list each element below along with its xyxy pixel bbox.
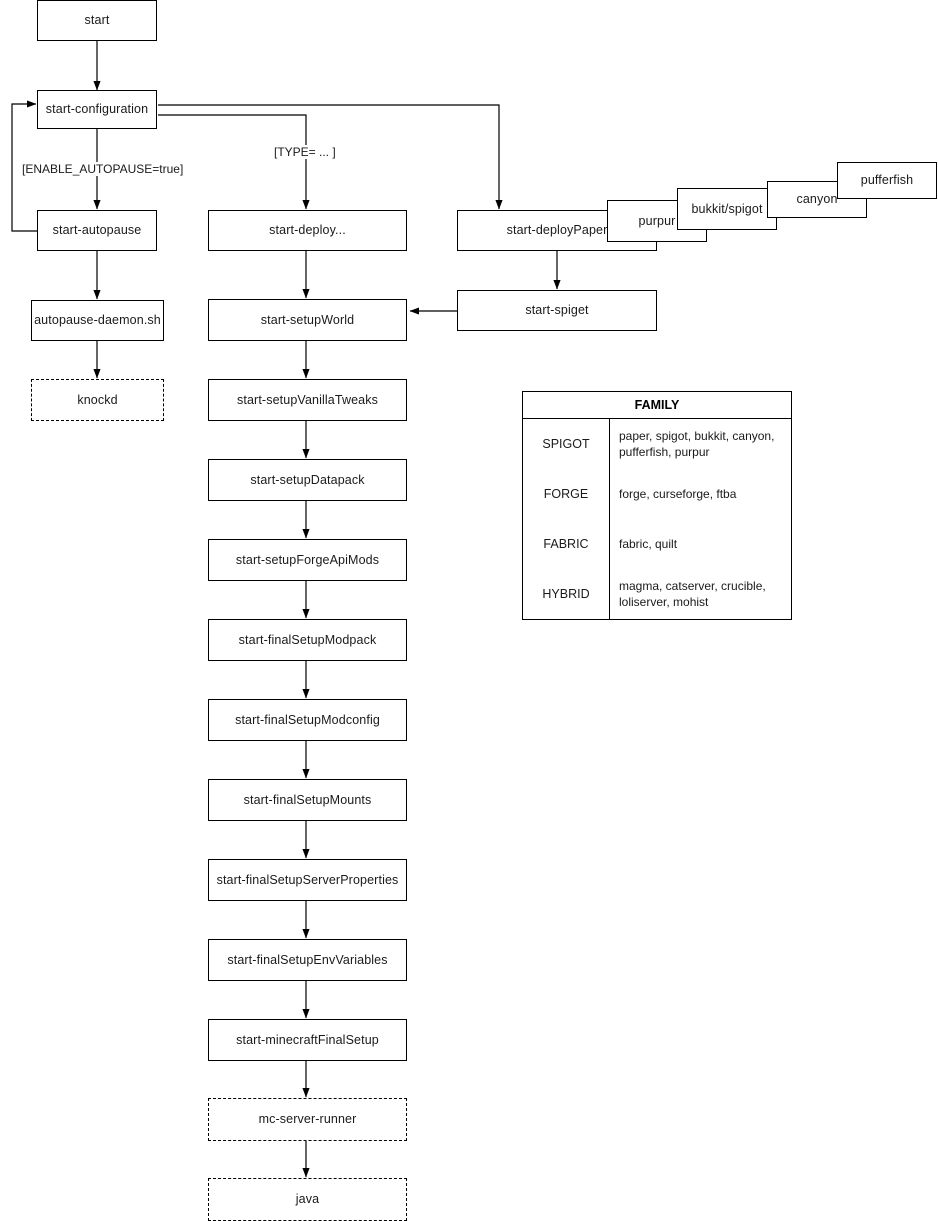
node-start-final-setup-server-properties-label: start-finalSetupServerProperties <box>216 872 399 887</box>
node-start-final-setup-modpack-label: start-finalSetupModpack <box>238 632 377 647</box>
node-start-setup-vanilla-tweaks[interactable]: start-setupVanillaTweaks <box>208 379 407 421</box>
node-start-final-setup-env-variables[interactable]: start-finalSetupEnvVariables <box>208 939 407 981</box>
node-variant-bukkit-spigot[interactable]: bukkit/spigot <box>677 188 777 230</box>
node-start-deploy[interactable]: start-deploy... <box>208 210 407 251</box>
node-knockd[interactable]: knockd <box>31 379 164 421</box>
node-start-spiget[interactable]: start-spiget <box>457 290 657 331</box>
family-value-cell: forge, curseforge, ftba <box>610 469 791 519</box>
family-legend-body: SPIGOT paper, spigot, bukkit, canyon, pu… <box>523 419 791 619</box>
node-start-minecraft-final-setup[interactable]: start-minecraftFinalSetup <box>208 1019 407 1061</box>
family-value-label: magma, catserver, crucible, loliserver, … <box>619 578 766 609</box>
node-java-label: java <box>295 1192 320 1206</box>
node-start-setup-datapack[interactable]: start-setupDatapack <box>208 459 407 501</box>
node-variant-bukkit-spigot-label: bukkit/spigot <box>691 201 763 216</box>
table-row: FABRIC fabric, quilt <box>523 519 791 569</box>
family-value-label: fabric, quilt <box>619 536 678 551</box>
node-start-final-setup-env-variables-label: start-finalSetupEnvVariables <box>227 952 388 967</box>
node-start-configuration[interactable]: start-configuration <box>37 90 157 129</box>
node-java[interactable]: java <box>208 1178 407 1221</box>
family-value-cell: fabric, quilt <box>610 519 791 569</box>
node-start-setup-forge-api-mods[interactable]: start-setupForgeApiMods <box>208 539 407 581</box>
family-key-label: FORGE <box>543 487 589 501</box>
node-start-spiget-label: start-spiget <box>525 303 589 317</box>
family-key-cell: FORGE <box>523 469 610 519</box>
node-start-setup-world-label: start-setupWorld <box>260 312 355 327</box>
family-value-cell: paper, spigot, bukkit, canyon, pufferfis… <box>610 419 791 469</box>
family-key-cell: HYBRID <box>523 569 610 619</box>
node-variant-purpur-label: purpur <box>638 213 676 228</box>
node-start-label: start <box>84 13 110 27</box>
node-knockd-label: knockd <box>77 392 118 407</box>
node-start-configuration-label: start-configuration <box>45 102 149 116</box>
node-start-deploy-paper-label: start-deployPaper <box>506 223 608 237</box>
node-start-final-setup-modpack[interactable]: start-finalSetupModpack <box>208 619 407 661</box>
node-start-setup-datapack-label: start-setupDatapack <box>250 472 365 487</box>
node-start-autopause[interactable]: start-autopause <box>37 210 157 251</box>
node-autopause-daemon[interactable]: autopause-daemon.sh <box>31 300 164 341</box>
node-variant-canyon-label: canyon <box>796 192 838 206</box>
table-row: FORGE forge, curseforge, ftba <box>523 469 791 519</box>
family-legend-header-label: FAMILY <box>634 398 680 412</box>
edge-label-type-text: [TYPE= ... ] <box>274 145 336 159</box>
edge-label-enable-autopause-text: [ENABLE_AUTOPAUSE=true] <box>22 162 184 176</box>
node-start-final-setup-server-properties[interactable]: start-finalSetupServerProperties <box>208 859 407 901</box>
node-start-final-setup-mounts-label: start-finalSetupMounts <box>243 792 372 807</box>
family-key-cell: SPIGOT <box>523 419 610 469</box>
node-start-setup-forge-api-mods-label: start-setupForgeApiMods <box>235 552 380 567</box>
family-legend-header: FAMILY <box>523 392 791 419</box>
family-value-cell: magma, catserver, crucible, loliserver, … <box>610 569 791 619</box>
node-start-final-setup-mounts[interactable]: start-finalSetupMounts <box>208 779 407 821</box>
family-value-label: forge, curseforge, ftba <box>619 486 737 501</box>
table-row: HYBRID magma, catserver, crucible, lolis… <box>523 569 791 619</box>
node-variant-pufferfish-label: pufferfish <box>860 173 914 187</box>
family-key-label: FABRIC <box>543 537 589 551</box>
node-mc-server-runner[interactable]: mc-server-runner <box>208 1098 407 1141</box>
node-mc-server-runner-label: mc-server-runner <box>258 1112 357 1126</box>
node-start[interactable]: start <box>37 0 157 41</box>
family-legend-table: FAMILY SPIGOT paper, spigot, bukkit, can… <box>522 391 792 620</box>
node-start-setup-vanilla-tweaks-label: start-setupVanillaTweaks <box>236 392 379 407</box>
node-start-minecraft-final-setup-label: start-minecraftFinalSetup <box>236 1032 379 1047</box>
node-variant-pufferfish[interactable]: pufferfish <box>837 162 937 199</box>
edge-label-enable-autopause: [ENABLE_AUTOPAUSE=true] <box>20 162 186 176</box>
node-autopause-daemon-label: autopause-daemon.sh <box>34 313 161 327</box>
node-start-final-setup-modconfig[interactable]: start-finalSetupModconfig <box>208 699 407 741</box>
node-start-deploy-label: start-deploy... <box>269 223 346 237</box>
table-row: SPIGOT paper, spigot, bukkit, canyon, pu… <box>523 419 791 469</box>
family-value-label: paper, spigot, bukkit, canyon, pufferfis… <box>619 428 775 459</box>
node-start-setup-world[interactable]: start-setupWorld <box>208 299 407 341</box>
node-start-final-setup-modconfig-label: start-finalSetupModconfig <box>235 712 380 727</box>
node-start-autopause-label: start-autopause <box>52 223 142 237</box>
family-key-label: SPIGOT <box>542 437 590 451</box>
family-key-label: HYBRID <box>542 587 590 601</box>
edge-label-type: [TYPE= ... ] <box>272 145 338 159</box>
family-key-cell: FABRIC <box>523 519 610 569</box>
